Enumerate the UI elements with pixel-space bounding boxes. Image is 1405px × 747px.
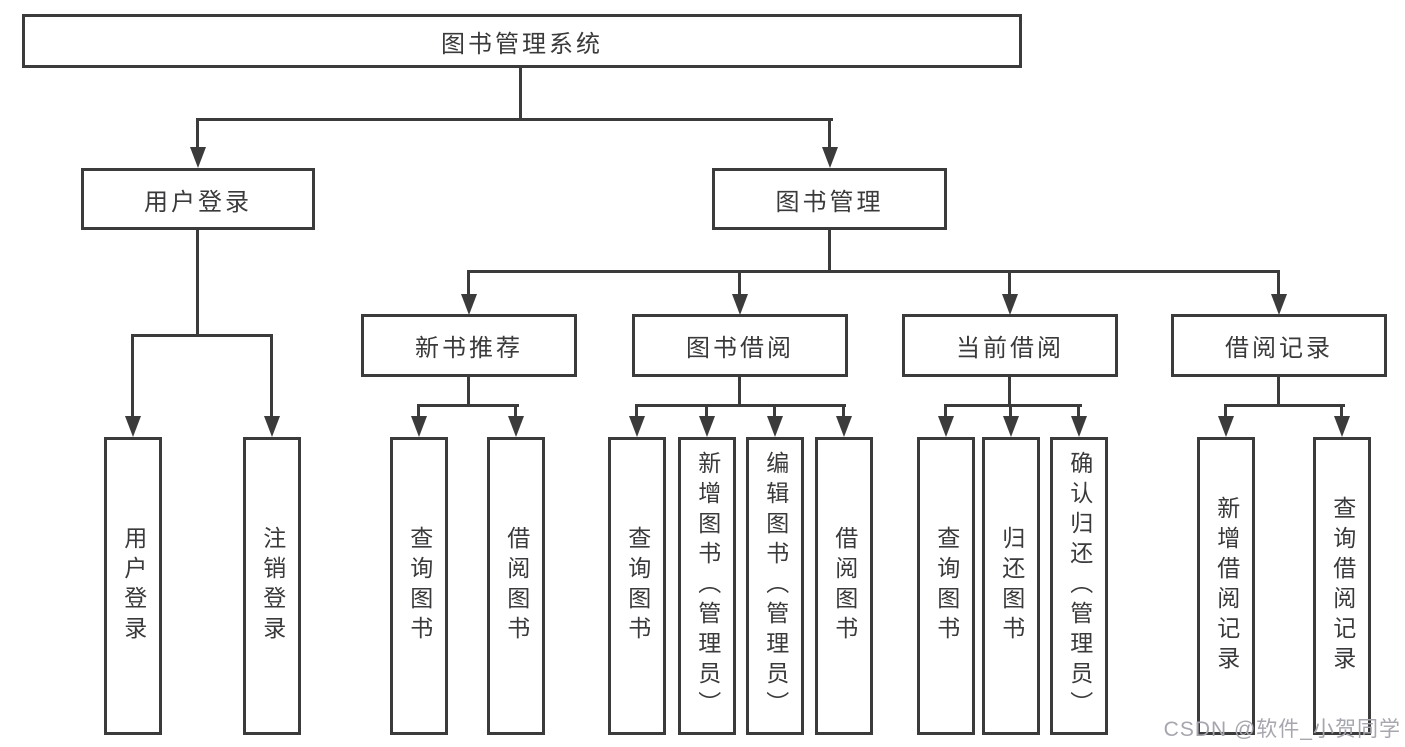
arrow-down-icon (125, 416, 141, 437)
arrow-down-icon (1271, 294, 1287, 315)
connector-stem (1008, 377, 1011, 407)
leaf-borrow-books: 借阅图书 (487, 437, 545, 735)
node-current-borrow: 当前借阅 (902, 314, 1118, 377)
connector-shaft (417, 404, 420, 420)
leaf-borrow-books: 借阅图书 (815, 437, 873, 735)
connector-rail (635, 404, 846, 407)
leaf-add-books-admin: 新增图书（管理员） (678, 437, 736, 735)
csdn-watermark: CSDN @软件_小贺同学 (1163, 718, 1401, 741)
connector-shaft (738, 270, 741, 298)
connector-stem (738, 377, 741, 407)
leaf-return-books: 归还图书 (982, 437, 1040, 735)
leaf-user-login: 用户登录 (104, 437, 162, 735)
connector-shaft (1224, 404, 1227, 420)
connector-level3-rail (467, 270, 1280, 273)
connector-shaft (1340, 404, 1343, 420)
arrow-down-icon (629, 416, 645, 437)
arrow-down-icon (1334, 416, 1350, 437)
connector-shaft (1077, 404, 1080, 420)
node-library-system: 图书管理系统 (22, 14, 1022, 68)
connector-shaft (131, 334, 134, 420)
connector-shaft (467, 270, 470, 298)
connector-shaft (1008, 270, 1011, 298)
leaf-edit-books-admin: 编辑图书（管理员） (746, 437, 804, 735)
connector-level2-rail (196, 118, 833, 121)
connector-shaft (944, 404, 947, 420)
arrow-down-icon (190, 147, 206, 168)
node-book-management: 图书管理 (712, 168, 947, 230)
arrow-down-icon (822, 147, 838, 168)
arrow-down-icon (264, 416, 280, 437)
arrow-down-icon (1071, 416, 1087, 437)
connector-shaft (1009, 404, 1012, 420)
arrow-down-icon (938, 416, 954, 437)
connector-stem (1277, 377, 1280, 407)
connector-shaft (635, 404, 638, 420)
node-book-borrow: 图书借阅 (632, 314, 848, 377)
leaf-logout: 注销登录 (243, 437, 301, 735)
connector-rail (1224, 404, 1345, 407)
connector-userlogin-rail (131, 334, 273, 337)
connector-shaft (514, 404, 517, 420)
connector-userlogin-stem (196, 230, 199, 337)
arrow-down-icon (767, 416, 783, 437)
leaf-query-books: 查询图书 (917, 437, 975, 735)
connector-userlogin-shaft (196, 118, 199, 150)
connector-shaft (842, 404, 845, 420)
connector-shaft (1277, 270, 1280, 298)
node-new-book-recommend: 新书推荐 (361, 314, 577, 377)
node-borrow-records: 借阅记录 (1171, 314, 1387, 377)
arrow-down-icon (1003, 416, 1019, 437)
connector-rail (417, 404, 519, 407)
leaf-query-books: 查询图书 (390, 437, 448, 735)
node-user-login: 用户登录 (81, 168, 315, 230)
connector-shaft (773, 404, 776, 420)
arrow-down-icon (732, 294, 748, 315)
arrow-down-icon (461, 294, 477, 315)
arrow-down-icon (699, 416, 715, 437)
leaf-add-borrow-record: 新增借阅记录 (1197, 437, 1255, 735)
connector-shaft (705, 404, 708, 420)
leaf-query-books: 查询图书 (608, 437, 666, 735)
connector-bookmgmt-stem (828, 230, 831, 273)
leaf-confirm-return-admin: 确认归还（管理员） (1050, 437, 1108, 735)
connector-stem (467, 377, 470, 407)
connector-root-stem (519, 68, 522, 121)
connector-rail (944, 404, 1082, 407)
arrow-down-icon (411, 416, 427, 437)
leaf-query-borrow-record: 查询借阅记录 (1313, 437, 1371, 735)
connector-bookmgmt-shaft (828, 118, 831, 150)
arrow-down-icon (1218, 416, 1234, 437)
connector-shaft (270, 334, 273, 420)
arrow-down-icon (1002, 294, 1018, 315)
arrow-down-icon (508, 416, 524, 437)
arrow-down-icon (836, 416, 852, 437)
